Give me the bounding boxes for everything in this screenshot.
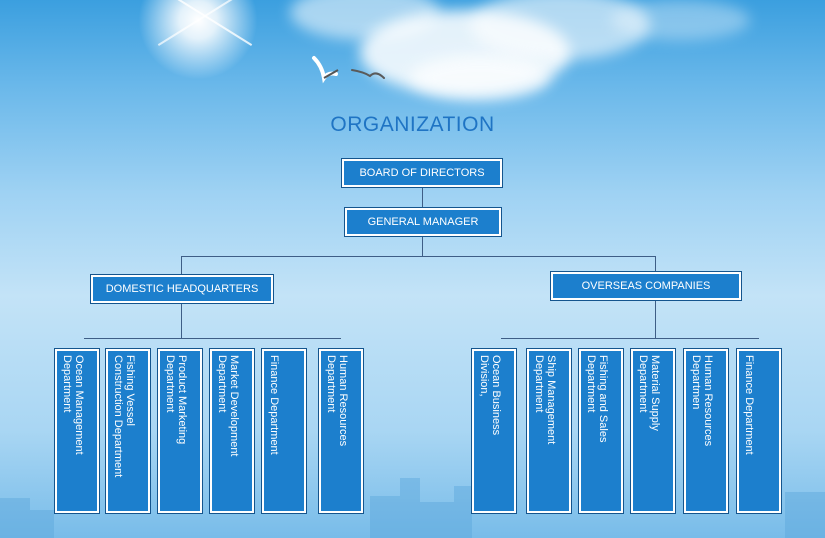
page-title: ORGANIZATION bbox=[330, 113, 495, 136]
skyline-building bbox=[30, 510, 54, 538]
cloud bbox=[410, 55, 550, 100]
cloud bbox=[470, 0, 650, 60]
department-box: Ocean Business Division, bbox=[471, 348, 517, 514]
connector-line bbox=[655, 299, 656, 338]
connector-line bbox=[422, 186, 423, 208]
department-box: Fishing and Sales Department bbox=[578, 348, 624, 514]
department-box: Finance Department bbox=[736, 348, 782, 514]
department-label: Finance Department bbox=[743, 355, 755, 455]
skyline-building bbox=[785, 492, 825, 538]
skyline-building bbox=[0, 498, 30, 538]
department-label: Ocean Management Department bbox=[61, 355, 85, 455]
department-label: Human Resources Departmen bbox=[690, 355, 714, 447]
skyline-building bbox=[454, 486, 472, 538]
department-box: Material Supply Department bbox=[630, 348, 676, 514]
connector-line bbox=[501, 338, 759, 339]
skyline-building bbox=[420, 502, 454, 538]
department-label: Ship Management Department bbox=[533, 355, 557, 445]
department-label: Product Marketing Department bbox=[164, 355, 188, 445]
department-box: Fishing Vessel Construction Department bbox=[105, 348, 151, 514]
department-box: Finance Department bbox=[261, 348, 307, 514]
connector-line bbox=[181, 256, 182, 274]
board-of-directors-box: BOARD OF DIRECTORS bbox=[341, 158, 503, 188]
skyline-building bbox=[400, 478, 420, 538]
connector-line bbox=[181, 256, 655, 257]
department-label: Material Supply Department bbox=[637, 355, 661, 431]
cloud bbox=[610, 0, 750, 40]
department-label: Fishing Vessel Construction Department bbox=[112, 355, 136, 478]
department-label: Human Resources Department bbox=[325, 355, 349, 447]
department-box: Human Resources Departmen bbox=[683, 348, 729, 514]
skyline-building bbox=[370, 496, 400, 538]
connector-line bbox=[422, 235, 423, 257]
department-box: Product Marketing Department bbox=[157, 348, 203, 514]
department-box: Market Development Department bbox=[209, 348, 255, 514]
general-manager-box: GENERAL MANAGER bbox=[344, 207, 502, 237]
connector-line bbox=[84, 338, 341, 339]
department-box: Human Resources Department bbox=[318, 348, 364, 514]
overseas-companies-box: OVERSEAS COMPANIES bbox=[550, 271, 742, 301]
department-box: Ship Management Department bbox=[526, 348, 572, 514]
connector-line bbox=[181, 302, 182, 338]
department-label: Ocean Business Division, bbox=[478, 355, 502, 436]
department-label: Finance Department bbox=[268, 355, 280, 455]
department-label: Market Development Department bbox=[216, 355, 240, 457]
seagull-illustration bbox=[312, 56, 385, 84]
connector-line bbox=[655, 256, 656, 271]
department-label: Fishing and Sales Department bbox=[585, 355, 609, 443]
department-box: Ocean Management Department bbox=[54, 348, 100, 514]
domestic-headquarters-box: DOMESTIC HEADQUARTERS bbox=[90, 274, 274, 304]
